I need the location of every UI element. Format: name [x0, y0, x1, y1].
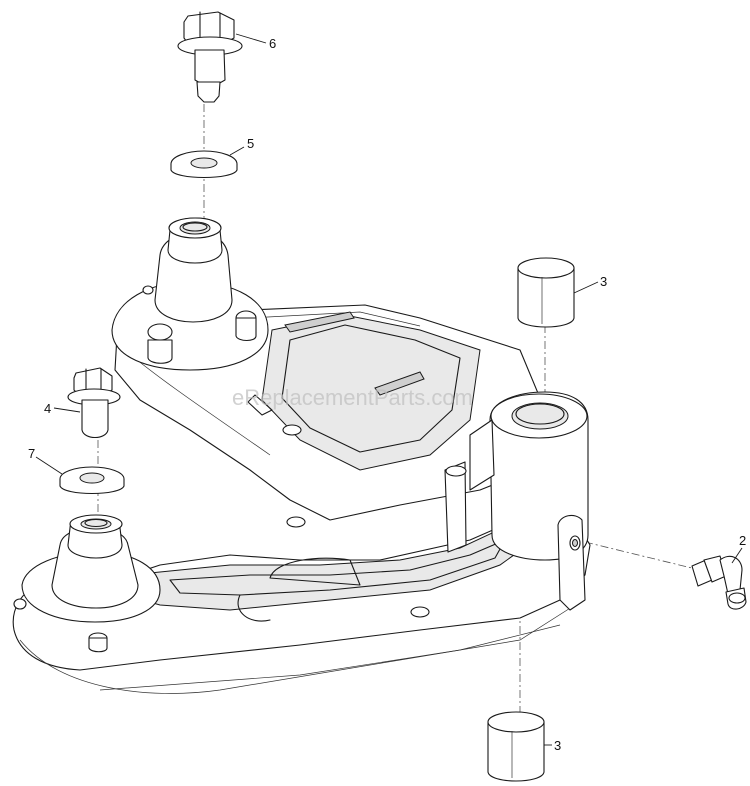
grease-fitting-part-2: [691, 555, 747, 610]
washer-part-5: [170, 150, 238, 178]
leader-7: [35, 456, 63, 475]
callout-4: 4: [44, 401, 51, 416]
axis-grease-fitting: [584, 541, 701, 571]
bushing-part-3-upper: [517, 257, 575, 328]
callout-3-lower: 3: [554, 738, 561, 753]
callout-3-upper: 3: [600, 274, 607, 289]
flange-bolt-part-4: [67, 367, 121, 439]
washer-part-7: [59, 466, 125, 494]
leader-4: [53, 407, 81, 413]
leader-6: [235, 33, 267, 44]
caster-fork-casting: [12, 217, 591, 694]
callout-7: 7: [28, 446, 35, 461]
callout-6: 6: [269, 36, 276, 51]
watermark-text: eReplacementParts.com: [232, 385, 473, 410]
callout-2: 2: [739, 533, 746, 548]
leader-5: [229, 146, 245, 156]
callout-5: 5: [247, 136, 254, 151]
flange-bolt-part-6: [177, 11, 243, 103]
bushing-part-3-lower: [487, 711, 545, 782]
leader-2: [731, 547, 743, 564]
leader-3-upper: [573, 281, 599, 294]
